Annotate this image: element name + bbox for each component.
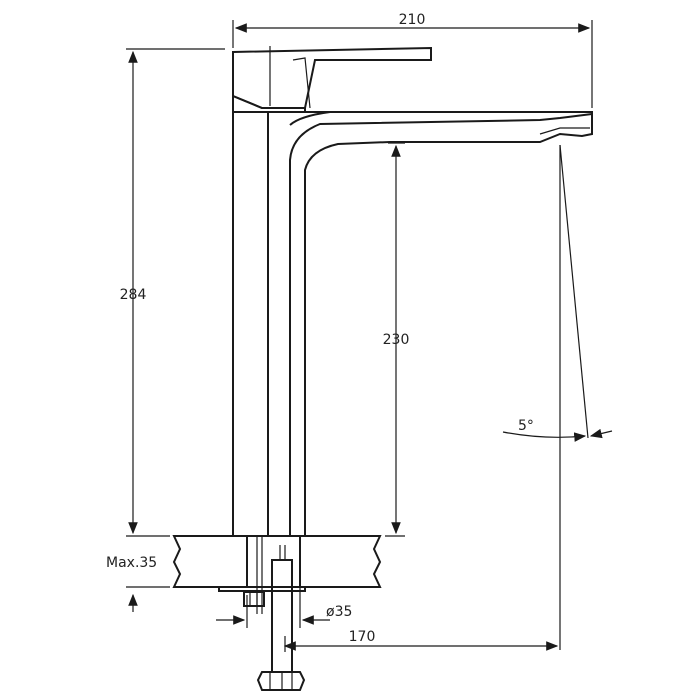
water-stream-line — [559, 144, 589, 439]
fixing-assembly — [218, 536, 306, 691]
handle-front-detail — [232, 46, 311, 109]
spout-tip-detail — [539, 127, 590, 137]
dimension-lines — [126, 20, 613, 652]
dim-dia35-label: ø35 — [326, 604, 352, 620]
countertop-left-part — [172, 535, 248, 588]
faucet-body — [232, 46, 593, 537]
dim-230-label: 230 — [383, 332, 410, 348]
flexible-hose — [271, 559, 293, 673]
dim-170-label: 170 — [349, 629, 376, 645]
dim-max35-label: Max.35 — [106, 555, 157, 571]
faucet-column — [232, 112, 269, 536]
cartridge-collar — [232, 94, 306, 113]
spout — [300, 111, 593, 536]
dim-5deg-arc — [502, 431, 587, 442]
hose-connector — [256, 671, 306, 691]
countertop-section — [172, 535, 382, 588]
handle-lever — [232, 46, 432, 109]
countertop-right-part — [299, 535, 382, 588]
dim-284-label: 284 — [120, 287, 147, 303]
column-front-edge — [289, 111, 593, 536]
fixing-nut — [243, 591, 265, 607]
dim-5deg-label: 5° — [518, 418, 534, 434]
dim-210-label: 210 — [399, 12, 426, 28]
